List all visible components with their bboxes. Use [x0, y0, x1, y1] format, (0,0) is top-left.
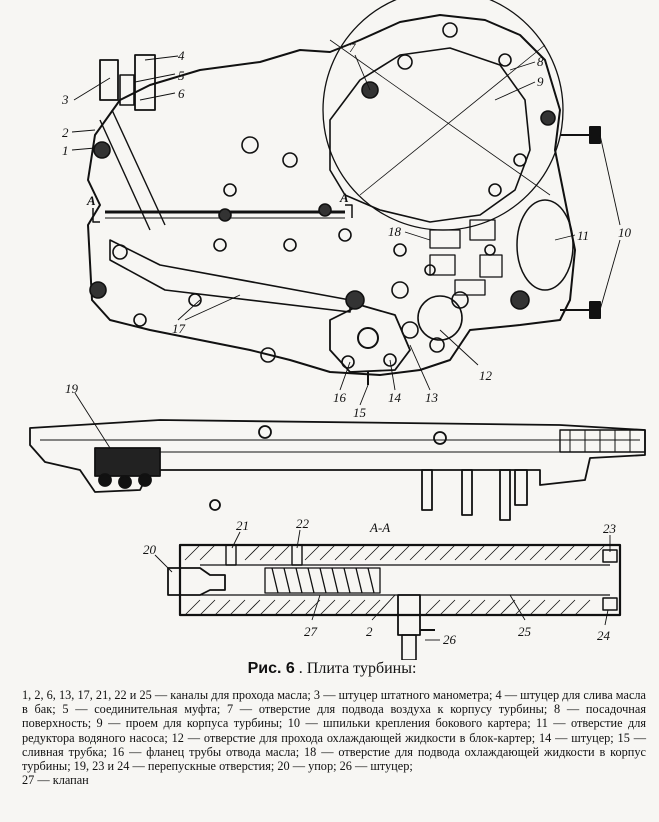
caption-title: . Плита турбины: — [298, 660, 417, 677]
label-22: 22 — [296, 516, 310, 531]
label-3: 3 — [61, 92, 69, 107]
label-4: 4 — [178, 48, 185, 63]
figure-legend: 1, 2, 6, 13, 17, 21, 22 и 25 — каналы дл… — [22, 688, 646, 787]
label-24: 24 — [597, 628, 611, 643]
plate-top-view — [71, 0, 621, 406]
label-11: 11 — [577, 228, 589, 243]
caption-prefix: Рис. 6 — [247, 660, 295, 677]
plate-side-view — [29, 392, 646, 521]
label-23: 23 — [603, 521, 617, 536]
label-9: 9 — [537, 74, 544, 89]
section-mark-a-left: A — [86, 193, 96, 208]
label-8: 8 — [537, 54, 544, 69]
technical-drawing: 4 5 6 3 2 1 7 8 9 10 11 12 13 14 15 16 1… — [29, 0, 646, 660]
label-20: 20 — [143, 542, 157, 557]
label-2-section: 2 — [366, 624, 373, 639]
label-15: 15 — [353, 405, 367, 420]
label-16: 16 — [333, 390, 347, 405]
label-19: 19 — [65, 381, 79, 396]
legend-text: 1, 2, 6, 13, 17, 21, 22 и 25 — каналы дл… — [22, 688, 646, 774]
label-2: 2 — [62, 125, 69, 140]
label-10: 10 — [618, 225, 632, 240]
section-title-a-a: A-A — [369, 520, 390, 535]
label-6: 6 — [178, 86, 185, 101]
figure-labels: 4 5 6 3 2 1 7 8 9 10 11 12 13 14 15 16 1… — [61, 40, 632, 647]
label-26: 26 — [443, 632, 457, 647]
legend-last-line: 27 — клапан — [22, 773, 89, 788]
label-14: 14 — [388, 390, 402, 405]
label-17: 17 — [172, 321, 186, 336]
label-13: 13 — [425, 390, 439, 405]
label-7: 7 — [349, 40, 356, 55]
label-12: 12 — [479, 368, 493, 383]
label-27: 27 — [304, 624, 318, 639]
figure-caption: Рис. 6 . Плита турбины: — [20, 660, 644, 678]
section-mark-a-right: A — [339, 190, 349, 205]
label-1: 1 — [62, 143, 69, 158]
label-21: 21 — [236, 518, 249, 533]
label-25: 25 — [518, 624, 532, 639]
label-5: 5 — [178, 68, 185, 83]
section-a-a — [154, 529, 622, 660]
label-18: 18 — [388, 224, 402, 239]
